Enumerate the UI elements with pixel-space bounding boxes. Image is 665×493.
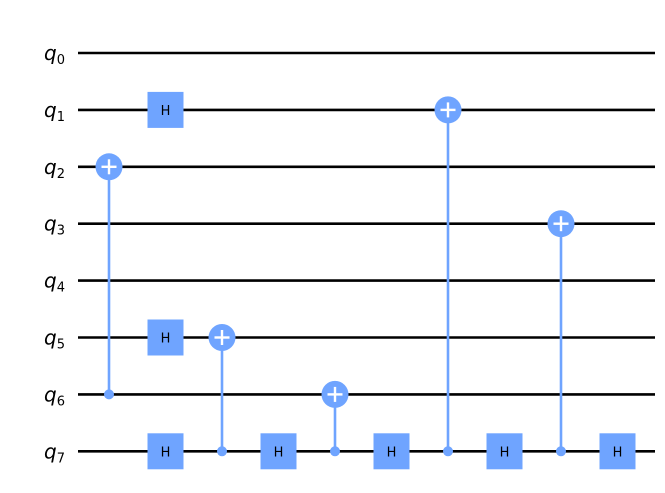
qubit-label-2: q2 <box>44 155 65 182</box>
qubit-label-name: q <box>44 155 57 179</box>
cnot-gate <box>434 96 462 457</box>
qubit-label-subscript: 5 <box>57 338 65 353</box>
qubit-label-7: q7 <box>44 439 65 466</box>
h-gate-box <box>147 91 184 128</box>
qubit-label-4: q4 <box>44 269 65 296</box>
cnot-gate <box>321 380 349 457</box>
qubit-label-name: q <box>44 98 57 122</box>
qubit-label-5: q5 <box>44 326 65 353</box>
h-gate-box <box>260 433 297 470</box>
control-dot <box>217 446 227 457</box>
qubit-label-subscript: 1 <box>57 110 65 125</box>
qubit-label-6: q6 <box>44 382 65 409</box>
qubit-label-name: q <box>44 382 57 406</box>
qubit-label-name: q <box>44 269 57 293</box>
h-gate-label: H <box>274 445 284 460</box>
h-gate-label: H <box>613 445 623 460</box>
gates: H H H H H H H <box>95 91 636 470</box>
cnot-gate <box>208 324 236 457</box>
h-gate-label: H <box>161 445 171 460</box>
h-gate-box <box>147 319 184 356</box>
h-gate-label: H <box>161 332 171 347</box>
qubit-label-name: q <box>44 41 57 65</box>
qubit-label-name: q <box>44 326 57 350</box>
qubit-label-subscript: 2 <box>57 167 65 182</box>
qubit-label-name: q <box>44 212 57 236</box>
qubit-label-0: q0 <box>44 41 65 68</box>
h-gate-box <box>599 433 636 470</box>
qubit-label-subscript: 3 <box>57 224 65 239</box>
h-gate: H <box>599 433 636 470</box>
h-gate: H <box>147 433 184 470</box>
h-gate: H <box>147 319 184 356</box>
h-gate: H <box>373 433 410 470</box>
qubit-label-1: q1 <box>44 98 65 125</box>
control-dot <box>330 446 340 457</box>
qubit-label-name: q <box>44 439 57 463</box>
h-gate-box <box>147 433 184 470</box>
qubit-label-3: q3 <box>44 212 65 239</box>
h-gate: H <box>260 433 297 470</box>
h-gate-label: H <box>387 445 397 460</box>
qubit-label-subscript: 6 <box>57 394 65 409</box>
qubit-label-subscript: 0 <box>57 53 65 68</box>
cnot-gate <box>95 153 123 400</box>
h-gate-box <box>373 433 410 470</box>
qubit-label-subscript: 7 <box>57 451 65 466</box>
h-gate: H <box>147 91 184 128</box>
control-dot <box>104 389 114 400</box>
h-gate: H <box>486 433 523 470</box>
h-gate-label: H <box>161 104 171 119</box>
h-gate-box <box>486 433 523 470</box>
control-dot <box>556 446 566 457</box>
h-gate-label: H <box>500 445 510 460</box>
control-dot <box>443 446 453 457</box>
qubit-label-subscript: 4 <box>57 281 65 296</box>
cnot-gate <box>547 210 575 457</box>
